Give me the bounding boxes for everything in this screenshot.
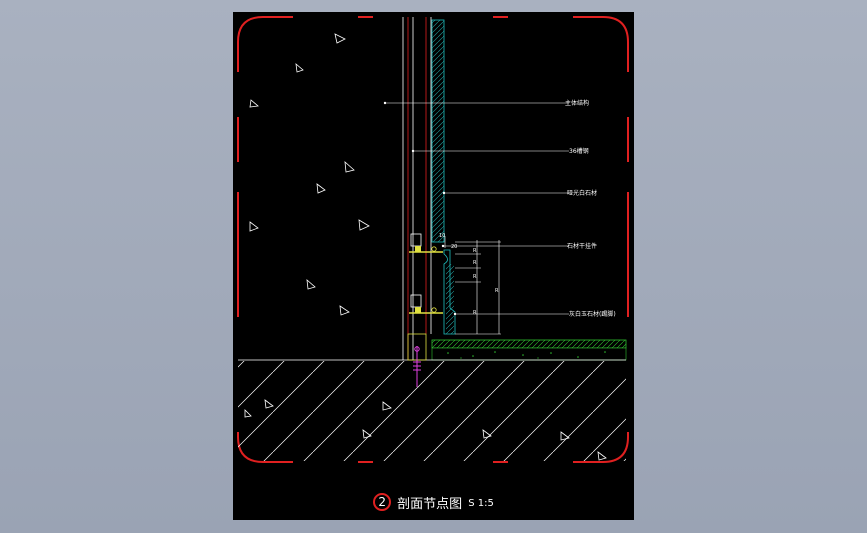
drawing-title-block: 2 剖面节点图 S 1:5 bbox=[233, 490, 634, 514]
wall-section bbox=[402, 17, 456, 360]
section-detail-drawing: 10 20 R R R R R 主体结构 36槽钢 哑光白石材 石材干挂件 bbox=[237, 16, 629, 463]
drawing-title: 剖面节点图 bbox=[397, 496, 463, 512]
label-stone-plinth: 灰白玉石材(踢脚) bbox=[569, 310, 616, 318]
floor-finish bbox=[238, 339, 627, 361]
dimension-lines bbox=[444, 236, 501, 335]
dimension-texts: 10 20 R R R R R bbox=[439, 233, 499, 316]
cad-drawing-canvas: 10 20 R R R R R 主体结构 36槽钢 哑光白石材 石材干挂件 bbox=[233, 12, 634, 520]
dim-text-r4: R bbox=[473, 310, 477, 316]
pendant-hardware bbox=[407, 233, 443, 387]
drawing-scale: S 1:5 bbox=[468, 498, 494, 509]
ground-hatch bbox=[238, 361, 626, 461]
concrete-structure bbox=[249, 33, 370, 316]
detail-number-badge: 2 bbox=[373, 493, 392, 511]
label-structure: 主体结构 bbox=[565, 99, 589, 107]
label-stone-finish: 哑光白石材 bbox=[567, 189, 597, 197]
leader-lines bbox=[385, 102, 569, 315]
leader-dots bbox=[383, 101, 457, 316]
dim-text-r5: R bbox=[495, 288, 499, 294]
label-steel-channel: 36槽钢 bbox=[569, 147, 589, 155]
dim-text-10: 10 bbox=[439, 233, 445, 239]
label-stone-pendant: 石材干挂件 bbox=[567, 242, 597, 250]
dim-text-r2: R bbox=[473, 260, 477, 266]
dim-text-20: 20 bbox=[451, 244, 457, 250]
dim-text-r1: R bbox=[473, 248, 477, 254]
dim-text-r3: R bbox=[473, 274, 477, 280]
